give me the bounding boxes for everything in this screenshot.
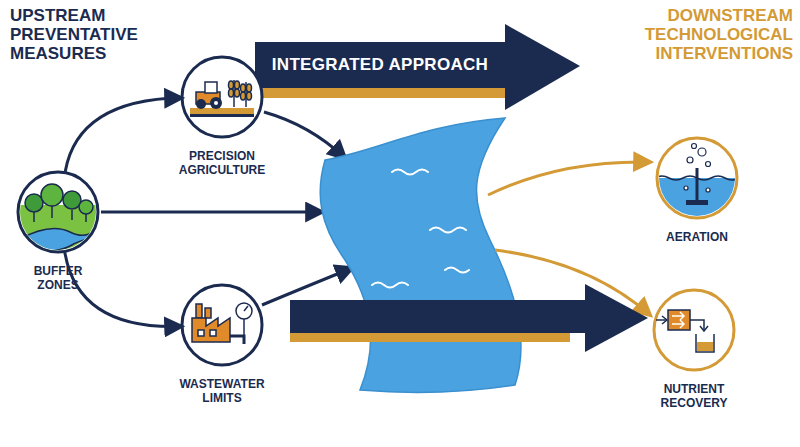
approach-arrow: INTEGRATED APPROACH bbox=[255, 24, 580, 110]
recovery-icon bbox=[656, 310, 714, 352]
aeration-icon bbox=[655, 144, 745, 219]
flow-arrow bbox=[488, 162, 650, 195]
circle-outline bbox=[172, 283, 272, 369]
measure-circle: PRECISION AGRICULTURE bbox=[172, 55, 272, 181]
measure-label: BUFFER ZONES bbox=[23, 264, 93, 292]
flow-arrow bbox=[495, 250, 650, 315]
flow-connector bbox=[65, 252, 181, 326]
river-shape bbox=[320, 118, 521, 392]
flow-arrow bbox=[264, 112, 345, 158]
measure-label: WASTEWATER LIMITS bbox=[172, 377, 272, 405]
flow-connector bbox=[65, 98, 181, 172]
circle-outline bbox=[644, 288, 744, 374]
circle-outline bbox=[12, 170, 104, 256]
water-waves bbox=[372, 170, 469, 288]
buffer-icon bbox=[18, 184, 100, 255]
measure-circle: BUFFER ZONES bbox=[12, 170, 104, 296]
measure-label: PRECISION AGRICULTURE bbox=[172, 149, 272, 177]
lower-arrow bbox=[290, 284, 648, 352]
measure-circle: AERATION bbox=[647, 136, 747, 262]
circle-outline bbox=[647, 136, 747, 222]
factory-icon bbox=[192, 303, 252, 344]
flow-arrow bbox=[262, 268, 352, 305]
measure-label: AERATION bbox=[647, 230, 747, 244]
circle-outline bbox=[172, 55, 272, 141]
crop-icon bbox=[229, 80, 252, 107]
measure-circle: NUTRIENT RECOVERY bbox=[644, 288, 744, 414]
arrow-shape bbox=[255, 24, 580, 110]
measure-circle: WASTEWATER LIMITS bbox=[172, 283, 272, 409]
arrow-label: INTEGRATED APPROACH bbox=[255, 42, 505, 88]
flow-arrow bbox=[101, 211, 322, 214]
section-heading: DOWNSTREAM TECHNOLOGICAL INTERVENTIONS bbox=[615, 6, 793, 63]
section-heading: UPSTREAM PREVENTATIVE MEASURES bbox=[10, 6, 150, 63]
tractor-icon bbox=[190, 82, 254, 117]
measure-label: NUTRIENT RECOVERY bbox=[644, 382, 744, 410]
